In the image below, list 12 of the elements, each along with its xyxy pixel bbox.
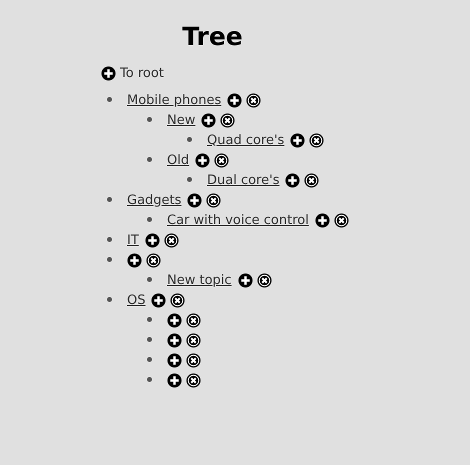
tree-item-link: Dual core's — [207, 172, 280, 188]
tree-item-link: New topic — [167, 272, 232, 288]
tree-item-link: Car with voice control — [167, 212, 309, 228]
tree-item-link: IT — [127, 232, 139, 248]
tree-item-link: Mobile phones — [127, 92, 222, 108]
tree-item-link: Old — [167, 152, 190, 168]
root-link: To root — [120, 66, 164, 80]
tree-item-link: New — [167, 112, 196, 128]
page-title: Tree — [181, 22, 244, 51]
tree-item-link: Gadgets — [127, 192, 182, 208]
tree-item-link: Quad core's — [207, 132, 284, 148]
tree-item-link: OS — [127, 292, 146, 308]
